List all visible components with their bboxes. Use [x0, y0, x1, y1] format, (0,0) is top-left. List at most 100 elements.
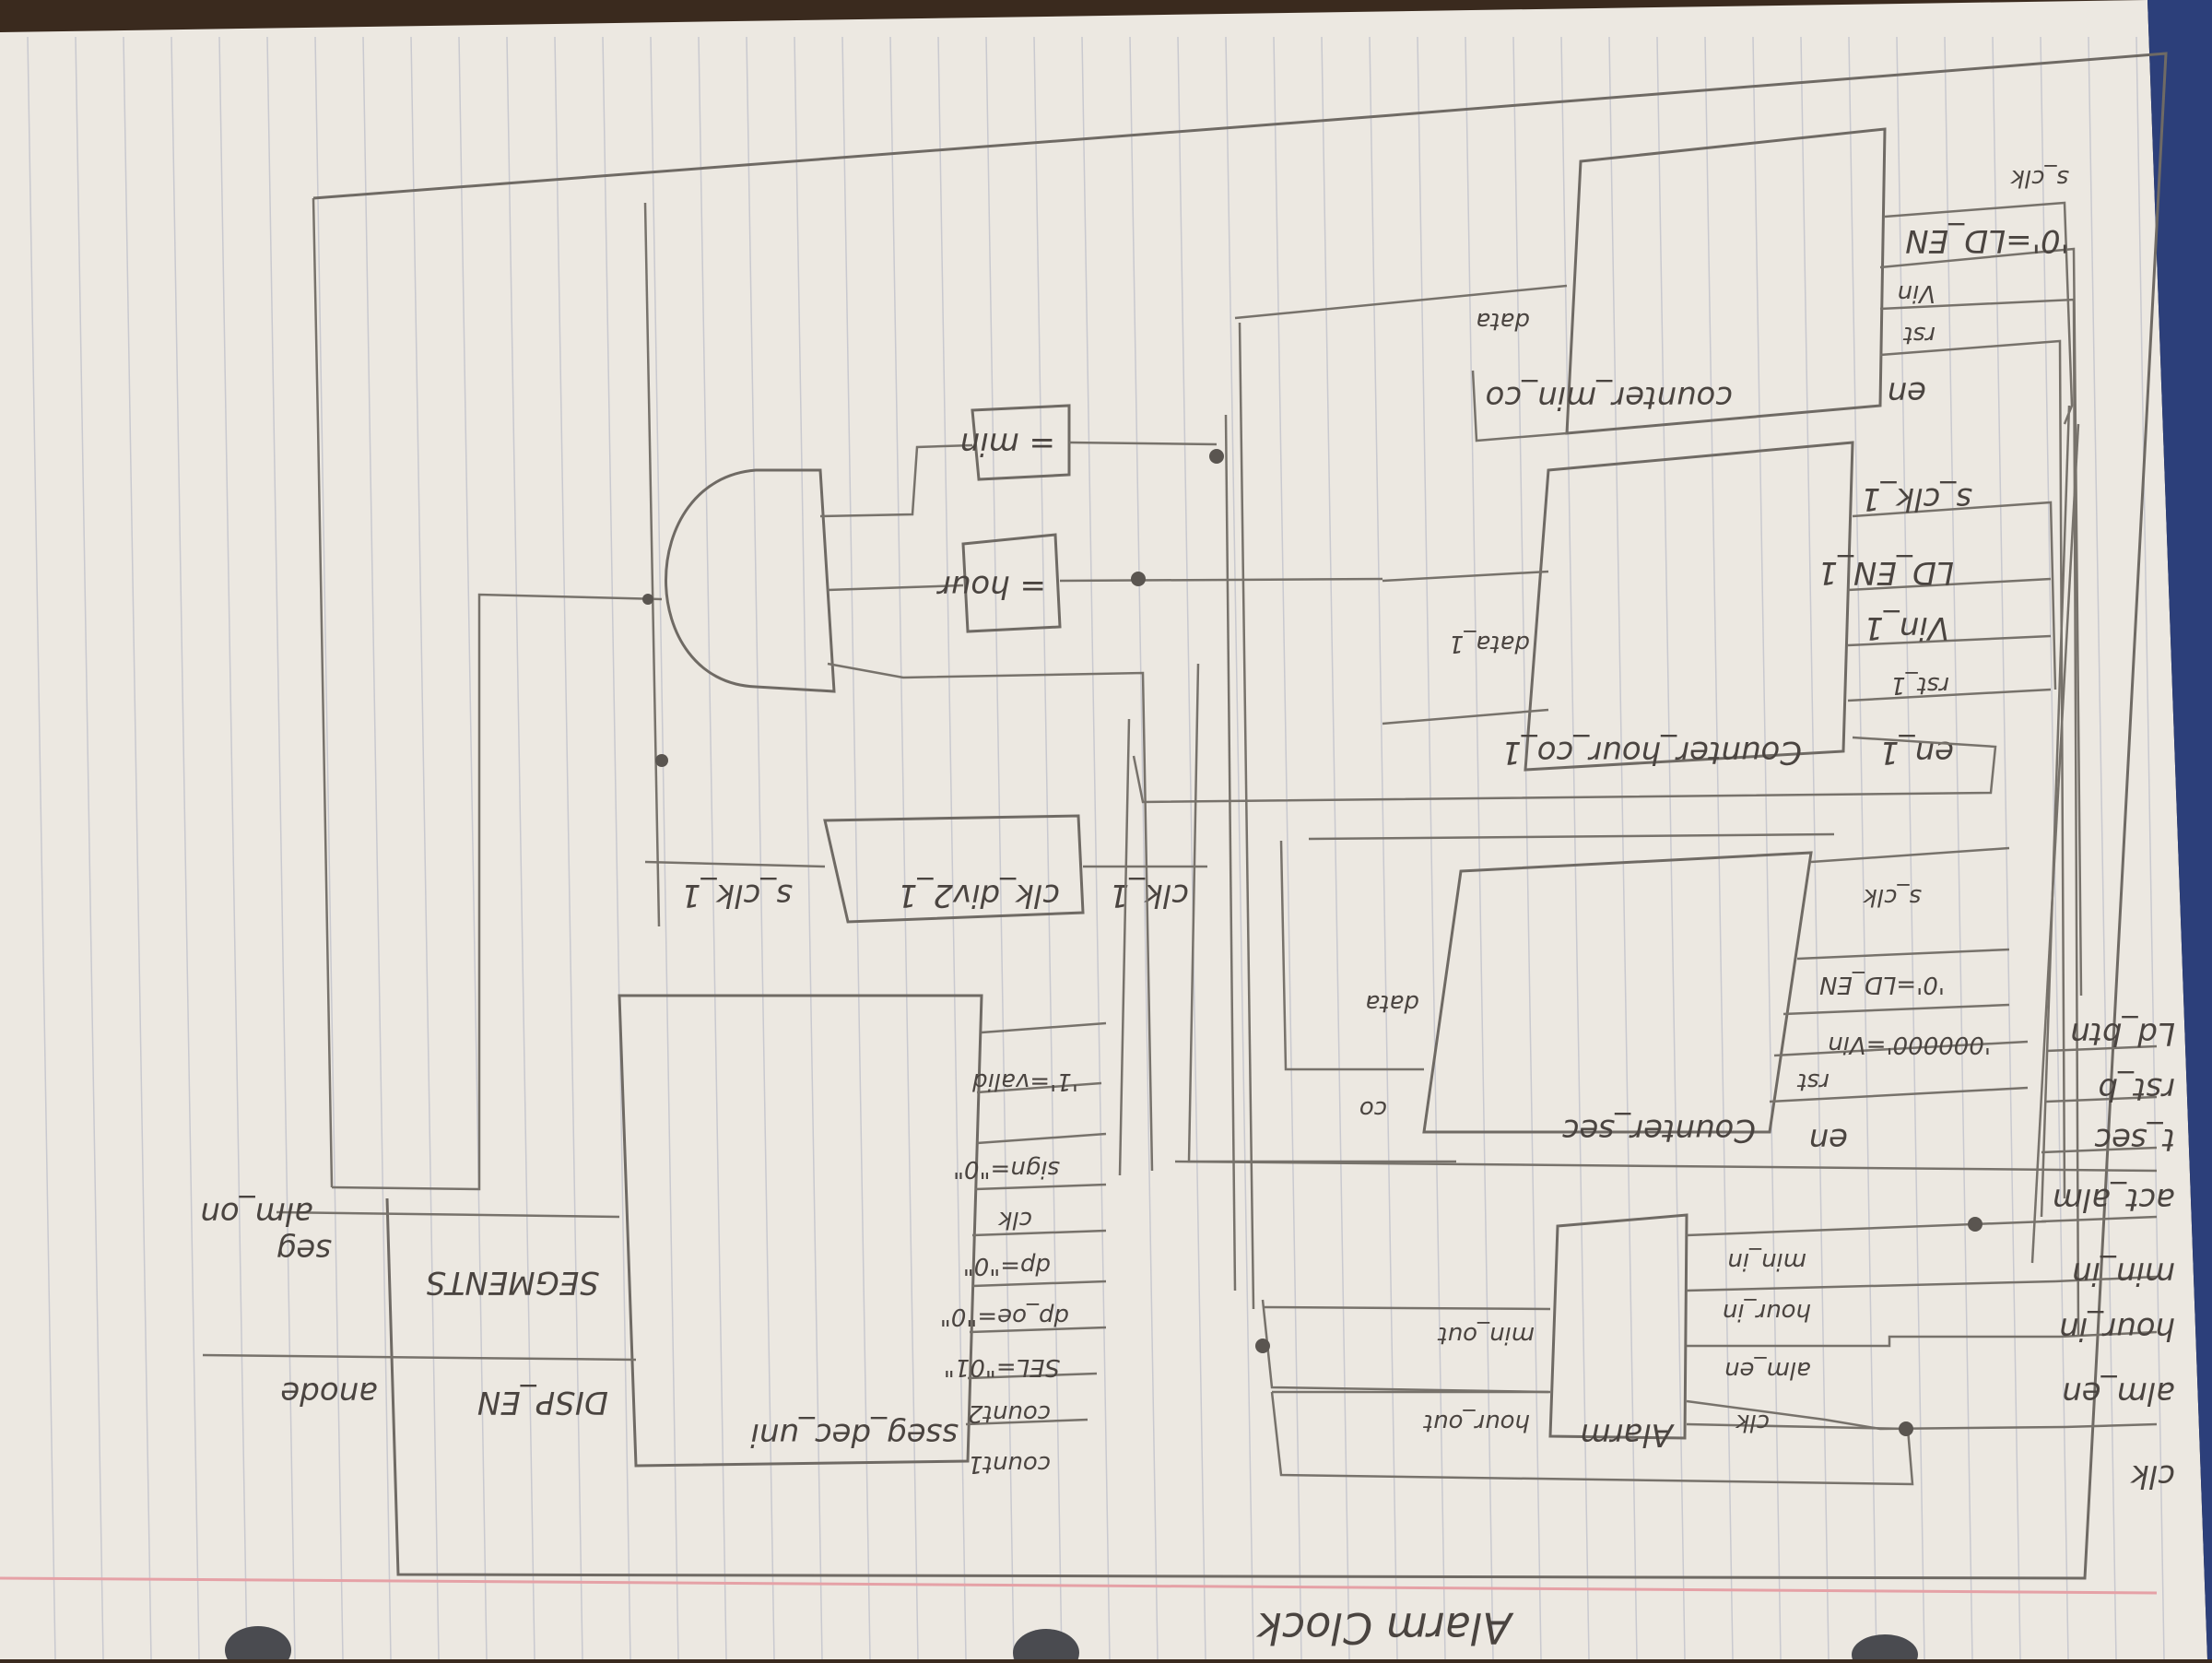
ruled-line — [1656, 36, 1686, 1660]
output-anode: anode — [280, 1374, 378, 1411]
clk-div-block — [644, 814, 1207, 924]
ruled-line — [554, 36, 583, 1660]
ruled-line — [937, 36, 967, 1660]
counter-sec-co: co — [1359, 1095, 1387, 1123]
alarm-port-hour-out: hour_out — [1423, 1409, 1530, 1436]
counter-hour-output-data: data_1 — [1449, 630, 1530, 657]
ruled-line — [1129, 36, 1159, 1660]
ruled-line — [698, 36, 727, 1660]
alarm-port-min-out: min_out — [1438, 1321, 1535, 1349]
counter-min-port-rst: rst — [1903, 321, 1936, 348]
counter-sec-port-ld-en: '0'=LD_EN — [1819, 971, 1945, 998]
page-title: Alarm Clock — [1255, 1603, 1514, 1653]
counter-sec-port-rst: rst — [1797, 1067, 1830, 1095]
sseg-port-sel: SEL="01" — [944, 1353, 1060, 1381]
and-gate — [331, 202, 836, 1191]
internal-wires — [1118, 322, 2080, 1394]
alarm-port-min-in: min_in — [1727, 1247, 1806, 1275]
ruled-line — [314, 36, 344, 1660]
sseg-decoder-block — [202, 994, 1107, 1468]
ruled-line — [410, 36, 440, 1660]
ruled-line — [1177, 36, 1206, 1660]
ruled-line — [458, 36, 488, 1660]
sseg-port-dp-oe: dp_oe="0" — [940, 1303, 1069, 1330]
input-rst-b: rst_b — [2098, 1070, 2175, 1107]
sseg-port-count1: count1 — [968, 1450, 1051, 1478]
alarm-label: Alarm — [1580, 1416, 1675, 1453]
ruled-line — [1848, 36, 1877, 1660]
ruled-line — [1560, 36, 1590, 1660]
sseg-label: sseg_dec_uni — [750, 1416, 959, 1453]
ruled-line — [1800, 36, 1830, 1660]
sseg-output-segments: SEGMENTS — [426, 1264, 599, 1301]
ruled-line — [362, 36, 392, 1660]
ruled-line — [27, 36, 56, 1660]
ruled-lines — [27, 36, 2165, 1660]
input-t-sec: t_sec — [2094, 1121, 2175, 1158]
comparator-min-label: = min — [960, 425, 1055, 462]
counter-hour-port-rst: rst_1 — [1890, 671, 1949, 699]
ruled-line — [171, 36, 200, 1660]
sseg-output-disp-en: DISP_EN — [477, 1384, 608, 1421]
input-ld-btn: Ld_btn — [2070, 1015, 2175, 1052]
output-seg: seg — [276, 1232, 332, 1268]
counter-min-output-data: data — [1476, 307, 1530, 335]
clk-div-output: s_clk_1 — [681, 877, 793, 914]
counter-sec-label: Counter_sec — [1562, 1112, 1756, 1149]
alarm-block — [1262, 1213, 2065, 1486]
ruled-line — [746, 36, 775, 1660]
ruled-line — [985, 36, 1015, 1660]
counter-hour-label: Counter_hour_co_1 — [1501, 734, 1802, 771]
output-alm-on: alm_on — [200, 1195, 313, 1232]
ruled-line — [841, 36, 871, 1660]
sseg-port-dp: dp="0" — [963, 1252, 1051, 1280]
counter-hour-port-vin: Vin_1 — [1864, 609, 1949, 646]
counter-min-port-s-clk: s_clk — [2010, 164, 2069, 192]
ruled-line — [2088, 36, 2117, 1660]
ruled-line — [794, 36, 823, 1660]
outer-border — [312, 52, 2168, 1580]
comparator-hour-label: = hour — [936, 568, 1046, 605]
left-border-wire — [312, 197, 334, 1188]
ruled-line — [1752, 36, 1782, 1660]
ruled-line — [889, 36, 919, 1660]
binder-holes — [225, 1626, 1918, 1663]
ruled-line — [506, 36, 535, 1660]
counter-sec-block — [1279, 840, 2029, 1134]
sseg-port-valid: '1'=valid — [972, 1067, 1078, 1095]
comparator-min — [819, 404, 1224, 518]
counter-min-port-en: en — [1888, 374, 1926, 411]
alarm-port-alm-en: alm_en — [1724, 1356, 1811, 1384]
ruled-line — [266, 36, 296, 1660]
margin-line — [0, 1576, 2158, 1595]
ruled-line — [123, 36, 152, 1660]
clk-div-label: clk_div2_1 — [898, 877, 1060, 914]
ruled-line — [75, 36, 104, 1660]
ruled-line — [1608, 36, 1638, 1660]
ruled-line — [1704, 36, 1734, 1660]
clk-div-input: clk_1 — [1110, 877, 1189, 914]
counter-hour-block — [1382, 441, 2057, 772]
counter-hour-port-ld-en: LD_EN_1 — [1818, 554, 1954, 591]
input-clk: clk — [2130, 1457, 2175, 1494]
ruled-line — [1033, 36, 1063, 1660]
counter-sec-output-data: data — [1365, 989, 1419, 1017]
counter-hour-port-s-clk: s_clk_1 — [1861, 480, 1972, 517]
ruled-line — [1081, 36, 1111, 1660]
input-alm-en: alm_en — [2062, 1374, 2175, 1411]
ruled-line — [1465, 36, 1494, 1660]
alarm-port-hour-in: hour_in — [1723, 1298, 1811, 1326]
counter-min-port-vin: Vin — [1898, 279, 1936, 307]
ruled-line — [1225, 36, 1254, 1660]
counter-min-port-ld-en: '0'=LD_EN — [1905, 222, 2069, 259]
counter-min-label: counter_min_co — [1486, 379, 1733, 416]
ruled-line — [1512, 36, 1542, 1660]
sseg-port-sign: sign="0" — [953, 1155, 1060, 1183]
ruled-line — [218, 36, 248, 1660]
counter-min-block — [1234, 127, 2083, 1338]
sseg-port-clk: clk — [997, 1206, 1032, 1233]
sseg-port-count2: count2 — [968, 1399, 1051, 1427]
